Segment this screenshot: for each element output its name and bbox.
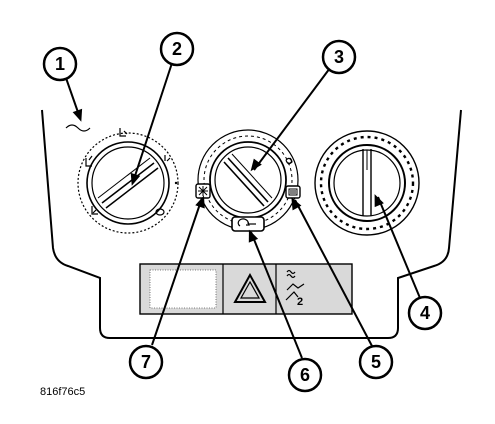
- callout-3: 3: [321, 39, 357, 75]
- callout-4: 4: [407, 295, 443, 331]
- leader-7: [151, 197, 203, 346]
- seat-heater-icon[interactable]: [285, 269, 305, 301]
- recirculation-button[interactable]: [231, 216, 265, 232]
- face-vent-icon: [119, 128, 128, 137]
- mode-control-knob[interactable]: [77, 132, 179, 234]
- leader-3: [253, 67, 331, 171]
- temperature-control-knob[interactable]: [314, 130, 420, 236]
- leader-6: [250, 231, 303, 359]
- recirculation-icon: [237, 218, 256, 227]
- figure-id: 816f76c5: [40, 386, 85, 398]
- callout-1: 1: [42, 46, 78, 82]
- leader-arrowheads: [72, 108, 384, 243]
- callout-2: 2: [159, 31, 195, 67]
- svg-text:2: 2: [172, 39, 182, 59]
- mode-knob-icons: [85, 128, 178, 216]
- callout-7: 7: [128, 344, 164, 380]
- floor-icon: [91, 206, 98, 215]
- panel-edge-squiggle: [65, 124, 91, 132]
- svg-text:3: 3: [334, 47, 344, 67]
- seat-heat-level: 2: [297, 296, 303, 308]
- blower-control-knob[interactable]: [197, 129, 299, 231]
- defrost-floor-icon: [164, 155, 171, 162]
- defrost-icon: [155, 208, 165, 216]
- svg-text:5: 5: [371, 352, 381, 372]
- hazard-triangle-icon[interactable]: [233, 272, 267, 303]
- rear-defrost-icon: [288, 188, 298, 196]
- ac-button[interactable]: [195, 183, 211, 199]
- svg-text:1: 1: [55, 54, 65, 74]
- leader-4: [377, 196, 421, 299]
- dash-panel: [41, 109, 462, 339]
- svg-text:4: 4: [420, 303, 430, 323]
- svg-text:6: 6: [300, 365, 310, 385]
- rear-defrost-button[interactable]: [285, 185, 301, 199]
- ac-snowflake-icon: [198, 186, 208, 196]
- callout-5: 5: [358, 344, 394, 380]
- leader-5: [294, 199, 373, 347]
- svg-text:7: 7: [141, 352, 151, 372]
- callout-6: 6: [287, 357, 323, 393]
- bilevel-icon: [85, 155, 93, 167]
- leader-2: [132, 62, 173, 183]
- fan-icon: [285, 157, 293, 165]
